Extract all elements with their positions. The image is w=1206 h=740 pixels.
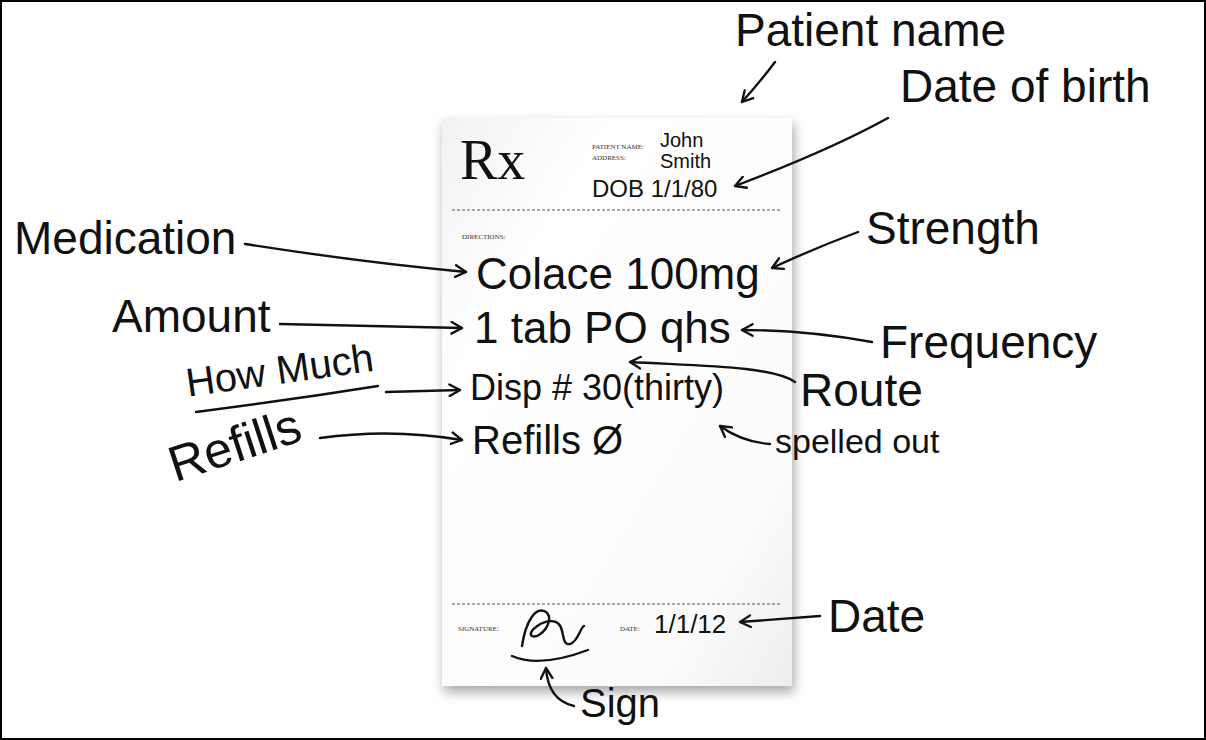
text-slot: Refills Ø xyxy=(472,418,623,462)
text-slot: John Smith xyxy=(660,130,730,172)
annotation-label: Route xyxy=(800,366,923,414)
text-slot: Rx xyxy=(460,130,525,192)
text-slot: ADDRESS: xyxy=(592,155,626,163)
leader-arrow xyxy=(280,324,462,328)
text-slot: 1 tab PO qhs xyxy=(474,304,731,352)
text-slot: Amount xyxy=(112,292,271,340)
text-slot: Disp # 30(thirty) xyxy=(470,368,724,408)
leader-arrow xyxy=(245,244,466,272)
text-slot: How Much xyxy=(183,336,376,404)
text-slot: DATE: xyxy=(620,626,640,634)
form-field-label: DATE: xyxy=(620,626,640,634)
text-slot: Strength xyxy=(866,204,1040,252)
annotation-label: Medication xyxy=(14,214,236,262)
text-slot: PATIENT NAME: xyxy=(592,144,644,152)
text-slot: Date xyxy=(828,592,925,640)
text-slot: Frequency xyxy=(880,318,1097,366)
text-slot: Colace 100mg xyxy=(476,250,760,298)
text-slot: spelled out xyxy=(775,424,939,460)
text-slot: Refills xyxy=(162,399,308,491)
underline-stroke xyxy=(196,386,378,412)
prescription-form: Rx PATIENT NAME: ADDRESS: John SmithDOB 1/1… xyxy=(442,118,792,686)
leader-arrow xyxy=(386,390,460,392)
form-field-label: ADDRESS: xyxy=(592,155,626,163)
annotation-label: Amount xyxy=(112,292,271,340)
form-field-label: DIRECTIONS: xyxy=(462,234,506,242)
patient-name: John Smith xyxy=(660,130,730,172)
annotation-label: Sign xyxy=(580,682,660,724)
text-slot: Medication xyxy=(14,214,236,262)
annotation-label: Frequency xyxy=(880,318,1097,366)
dosage-entry: 1 tab PO qhs xyxy=(474,304,731,352)
leader-arrow xyxy=(772,232,858,268)
annotation-label: Date xyxy=(828,592,925,640)
text-slot: DIRECTIONS: xyxy=(462,234,506,242)
text-slot: SIGNATURE: xyxy=(458,626,499,634)
prescription-paper xyxy=(442,118,792,686)
leader-arrow xyxy=(735,118,888,186)
text-slot: 1/1/12 xyxy=(654,610,726,639)
annotation-label: Strength xyxy=(866,204,1040,252)
leader-arrow xyxy=(720,426,770,444)
dispense-entry: Disp # 30(thirty) xyxy=(470,368,724,408)
text-slot: DOB 1/1/80 xyxy=(592,176,717,202)
leader-arrow xyxy=(630,362,795,382)
rx-symbol: Rx xyxy=(460,130,525,192)
leader-arrow xyxy=(742,62,775,102)
text-slot: Patient name xyxy=(735,6,1006,54)
signature-rule xyxy=(452,603,782,604)
annotation-label: spelled out xyxy=(775,424,939,460)
header-rule xyxy=(452,209,782,210)
annotation-label: Refills xyxy=(162,399,308,491)
refills-entry: Refills Ø xyxy=(472,418,623,462)
leader-arrow xyxy=(320,433,462,440)
annotation-label: Date of birth xyxy=(900,62,1151,110)
text-slot: Route xyxy=(800,366,923,414)
leader-arrow xyxy=(742,330,872,342)
signature-scribble xyxy=(512,611,588,661)
annotation-label: How Much xyxy=(183,336,376,404)
medication-entry: Colace 100mg xyxy=(476,250,760,298)
text-slot: Date of birth xyxy=(900,62,1151,110)
date-entry: 1/1/12 xyxy=(654,610,726,639)
leader-arrow xyxy=(740,616,820,622)
form-field-label: PATIENT NAME: xyxy=(592,144,644,152)
text-slot: Sign xyxy=(580,682,660,724)
date-of-birth: DOB 1/1/80 xyxy=(592,176,717,202)
annotation-label: Patient name xyxy=(735,6,1006,54)
form-field-label: SIGNATURE: xyxy=(458,626,499,634)
leader-arrow xyxy=(546,668,574,706)
